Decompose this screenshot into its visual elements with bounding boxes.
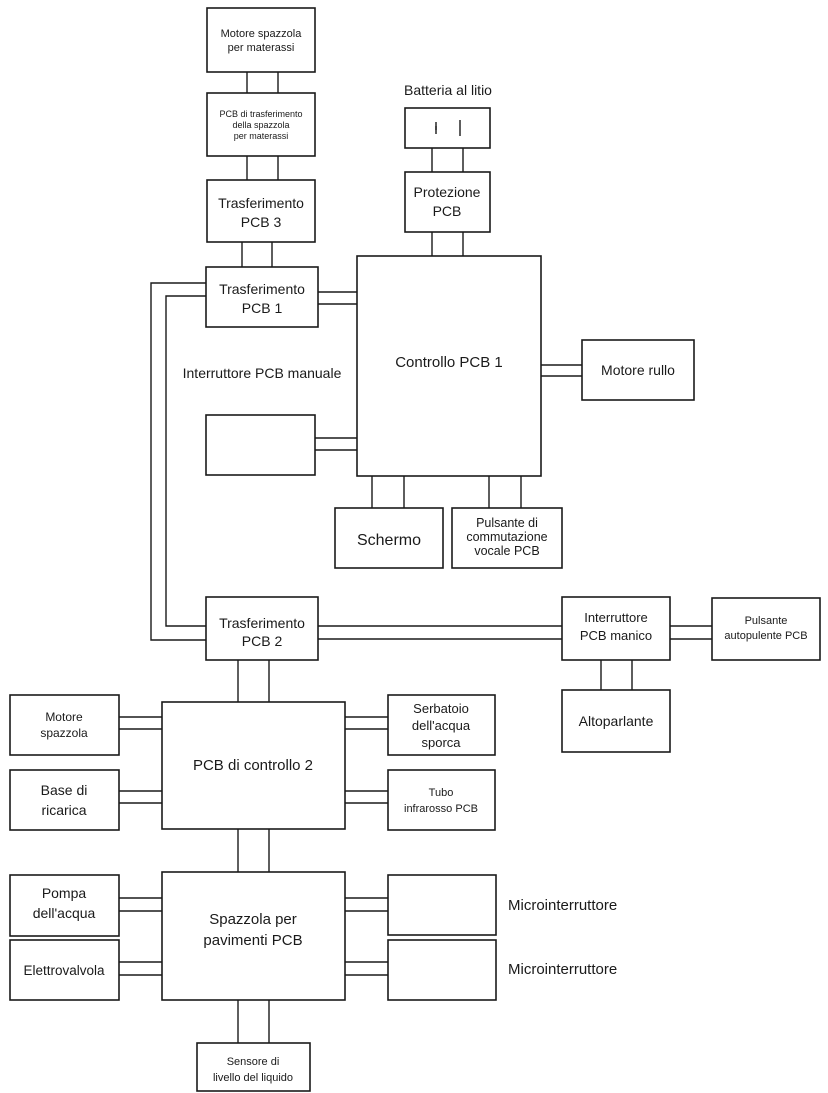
block-label: PCB (433, 203, 462, 219)
block-label: per materassi (228, 42, 295, 54)
block-protection-pcb: Protezione PCB (404, 171, 491, 233)
block-voice-switch-button-pcb: Pulsante di commutazione vocale PCB (451, 507, 563, 569)
block-label: Pompa (42, 885, 87, 901)
block-label: Motore rullo (601, 362, 675, 378)
block-label: vocale PCB (474, 544, 539, 558)
block-label: Motore (45, 710, 83, 724)
block-handle-pcb-switch: Interruttore PCB manico (561, 596, 671, 661)
block-transfer-pcb-3: Trasferimento PCB 3 (206, 179, 316, 243)
block-label: dell'acqua (33, 905, 96, 921)
block-label: PCB 3 (241, 214, 282, 230)
block-label: Controllo PCB 1 (395, 354, 503, 371)
block-label: Sensore di (227, 1056, 280, 1068)
block-transfer-pcb-1: Trasferimento PCB 1 (205, 266, 319, 328)
block-label: autopulente PCB (724, 630, 807, 642)
block-mattress-brush-motor: Motore spazzola per materassi (206, 7, 316, 73)
block-label: Protezione (414, 184, 481, 200)
block-water-pump: Pompa dell'acqua (9, 874, 120, 937)
block-label: Pulsante (745, 615, 788, 627)
block-label: commutazione (466, 530, 547, 544)
block-label: infrarosso PCB (404, 803, 478, 815)
block-label: Trasferimento (219, 615, 305, 631)
block-speaker: Altoparlante (561, 689, 671, 753)
block-label: Altoparlante (579, 713, 654, 729)
block-liquid-level-sensor: Sensore di livello del liquido (196, 1042, 311, 1092)
block-label: sporca (421, 735, 461, 750)
block-label: Spazzola per (209, 911, 297, 928)
block-label: Interruttore PCB manuale (183, 365, 342, 381)
block-label: pavimenti PCB (203, 932, 302, 949)
block-label: Interruttore (584, 610, 648, 625)
block-label: PCB manico (580, 628, 652, 643)
block-self-cleaning-button-pcb: Pulsante autopulente PCB (711, 597, 821, 661)
block-label: Trasferimento (218, 195, 304, 211)
block-mattress-brush-transfer-pcb: PCB di trasferimento della spazzola per … (206, 92, 316, 157)
block-label: della spazzola (232, 120, 289, 130)
block-transfer-pcb-2: Trasferimento PCB 2 (205, 596, 319, 661)
block-label: Batteria al litio (404, 82, 492, 98)
block-label: Elettrovalvola (23, 963, 105, 978)
block-label: Motore spazzola (221, 28, 303, 40)
block-label: PCB 2 (242, 633, 283, 649)
block-dirty-water-tank: Serbatoio dell'acqua sporca (387, 694, 496, 756)
block-label: Base di (41, 782, 88, 798)
connection-wires (119, 72, 712, 1043)
block-control-pcb-2: PCB di controllo 2 (161, 701, 346, 830)
battery-symbol-icon (435, 120, 461, 136)
block-microswitch-2: Microinterruttore (387, 939, 617, 1001)
block-solenoid-valve: Elettrovalvola (9, 939, 120, 1001)
block-label: Tubo (429, 787, 454, 799)
block-label: Trasferimento (219, 281, 305, 297)
block-screen: Schermo (334, 507, 444, 569)
block-microswitch-1: Microinterruttore (387, 874, 617, 936)
block-floor-brush-pcb: Spazzola per pavimenti PCB (161, 871, 346, 1001)
block-label: Microinterruttore (508, 897, 617, 914)
block-label: spazzola (40, 726, 88, 740)
block-label: PCB di controllo 2 (193, 757, 313, 774)
block-lithium-battery: Batteria al litio (404, 82, 492, 149)
block-infrared-tube-pcb: Tubo infrarosso PCB (387, 769, 496, 831)
block-label: livello del liquido (213, 1072, 293, 1084)
block-label: Serbatoio (413, 701, 469, 716)
block-manual-pcb-switch: Interruttore PCB manuale (183, 365, 342, 476)
block-control-pcb-1: Controllo PCB 1 (356, 255, 542, 477)
block-label: dell'acqua (412, 718, 471, 733)
block-label: ricarica (41, 802, 86, 818)
block-label: PCB di trasferimento (219, 109, 302, 119)
block-label: Pulsante di (476, 516, 538, 530)
block-label: Microinterruttore (508, 961, 617, 978)
block-label: per materassi (234, 131, 289, 141)
block-brush-motor: Motore spazzola (9, 694, 120, 756)
block-label: Schermo (357, 532, 421, 549)
block-label: PCB 1 (242, 300, 283, 316)
block-roller-motor: Motore rullo (581, 339, 695, 401)
block-charging-base: Base di ricarica (9, 769, 120, 831)
